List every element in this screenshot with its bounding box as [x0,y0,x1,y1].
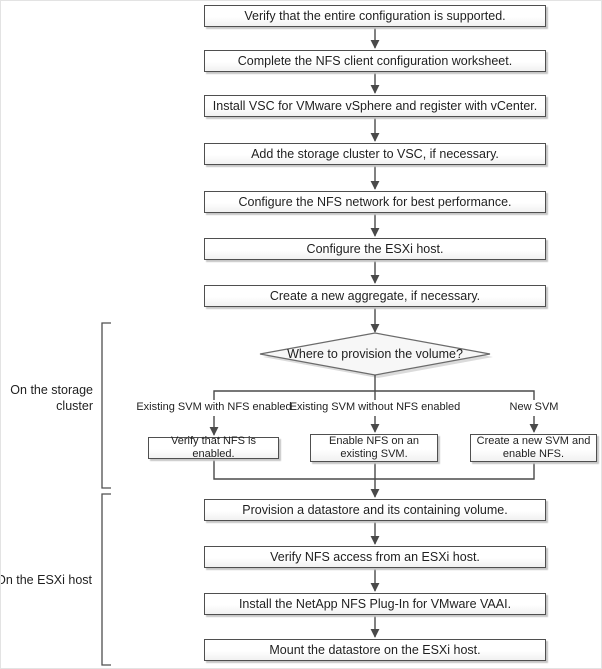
decision-diamond [259,332,493,378]
step-label: Install the NetApp NFS Plug-In for VMwar… [238,597,512,611]
step-box-install-nfs-plugin: Install the NetApp NFS Plug-In for VMwar… [204,593,546,615]
step-label: Complete the NFS client configuration wo… [237,54,513,68]
branch-split-lines [209,375,539,436]
branch-condition-new-svm: New SVM [509,401,559,413]
decision-label: Where to provision the volume? [287,347,463,361]
branch-box-create-new-svm: Create a new SVM and enable NFS. [470,434,597,462]
step-box-configure-esxi-host: Configure the ESXi host. [204,238,546,260]
step-box-install-vsc: Install VSC for VMware vSphere and regis… [204,95,546,117]
section-label-esxi-host: On the ESXi host [0,573,92,587]
branch-action-label: Verify that NFS is enabled. [171,434,256,460]
branch-action-label: Create a new SVM and enable NFS. [476,434,591,460]
step-box-mount-datastore: Mount the datastore on the ESXi host. [204,639,546,661]
step-label: Configure the ESXi host. [306,242,444,256]
step-label: Add the storage cluster to VSC, if neces… [251,147,499,161]
step-label: Mount the datastore on the ESXi host. [269,643,481,657]
branch-condition-existing-svm-without-nfs: Existing SVM without NFS enabled [289,401,461,413]
step-box-configure-nfs-network: Configure the NFS network for best perfo… [204,191,546,213]
step-label: Configure the NFS network for best perfo… [238,195,512,209]
step-box-verify-nfs-access: Verify NFS access from an ESXi host. [204,546,546,568]
step-label: Install VSC for VMware vSphere and regis… [212,99,538,113]
step-box-add-storage-cluster: Add the storage cluster to VSC, if neces… [204,143,546,165]
step-box-create-aggregate: Create a new aggregate, if necessary. [204,285,546,307]
step-box-complete-worksheet: Complete the NFS client configuration wo… [204,50,546,72]
step-label: Provision a datastore and its containing… [242,503,508,517]
branch-condition-existing-svm-with-nfs: Existing SVM with NFS enabled [136,401,292,413]
step-label: Verify NFS access from an ESXi host. [270,550,480,564]
section-label-storage-cluster: On the storage cluster [10,383,93,414]
step-label: Create a new aggregate, if necessary. [269,289,481,303]
branch-box-verify-nfs-enabled: Verify that NFS is enabled. [148,434,279,460]
bracket-storage-cluster [101,322,111,489]
branch-box-enable-nfs-existing-svm: Enable NFS on an existing SVM. [310,434,438,462]
step-box-provision-datastore: Provision a datastore and its containing… [204,499,546,521]
branch-action-label: Enable NFS on an existing SVM. [329,434,419,460]
step-label: Verify that the entire configuration is … [244,9,506,23]
bracket-esxi-host [101,493,111,666]
step-box-verify-configuration: Verify that the entire configuration is … [204,5,546,27]
branch-merge-lines [213,459,535,498]
